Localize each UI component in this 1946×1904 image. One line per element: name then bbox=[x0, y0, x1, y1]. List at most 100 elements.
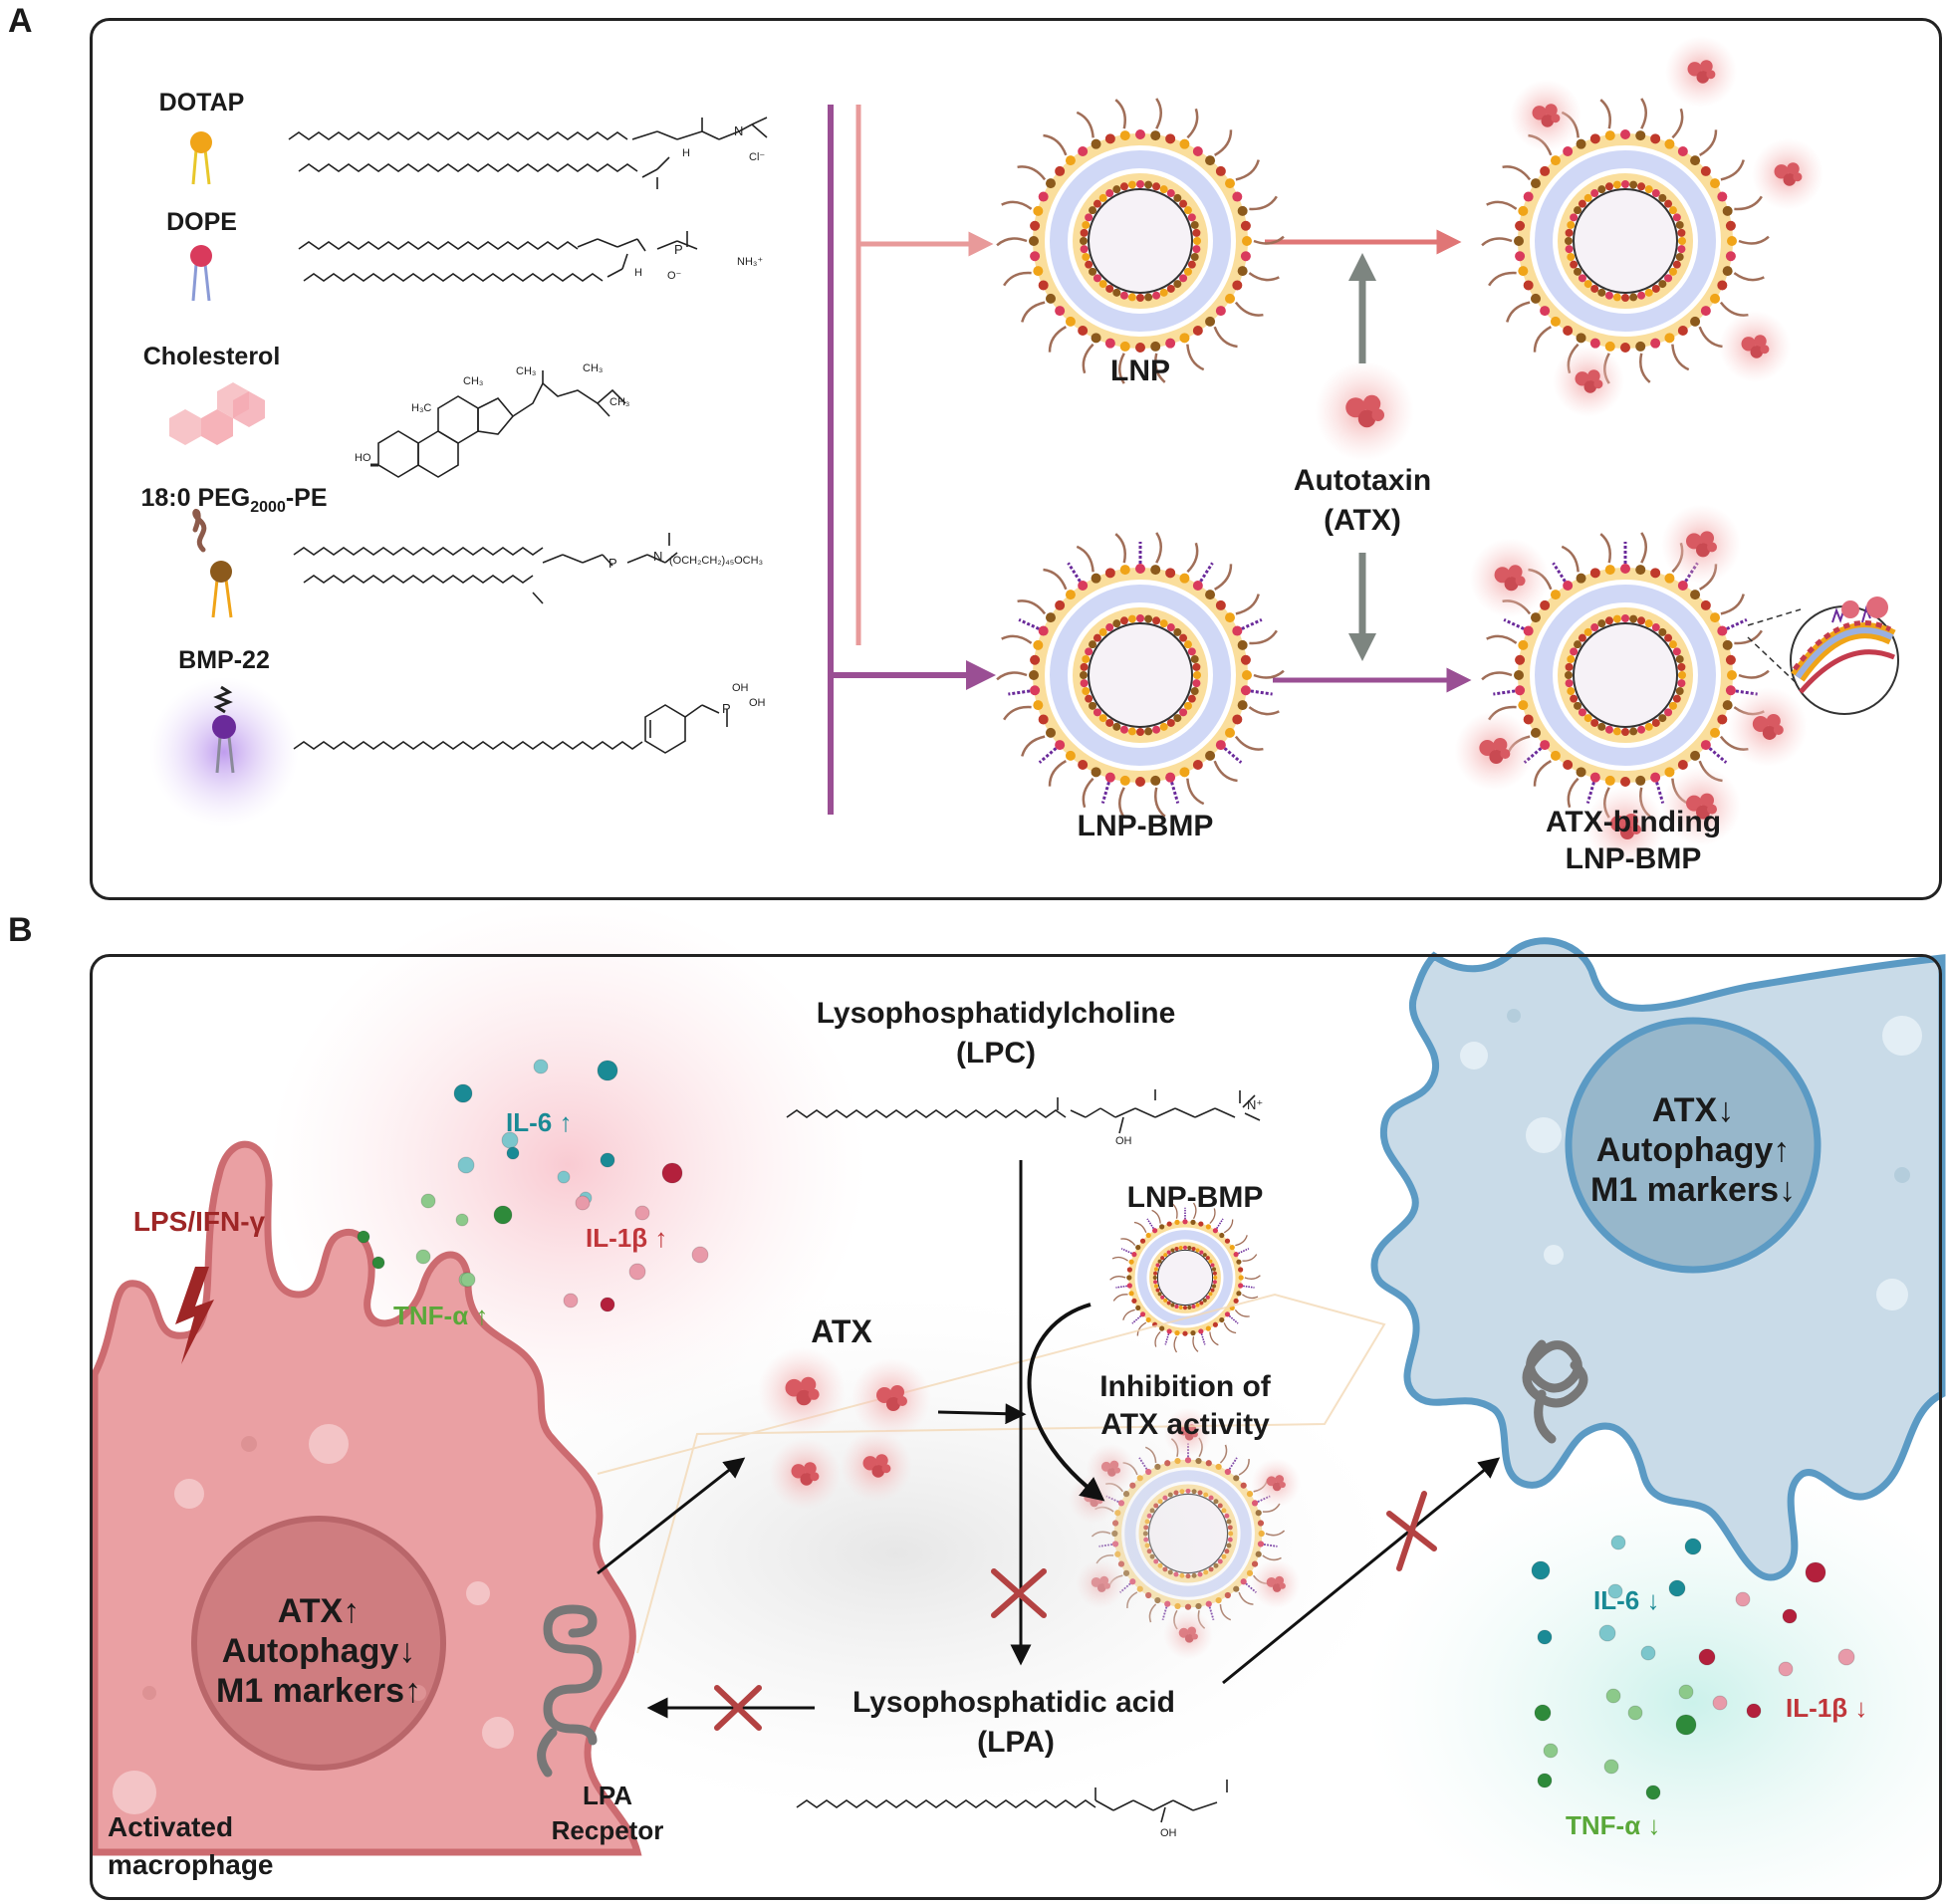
cytokine-dot bbox=[1610, 1535, 1626, 1550]
cytokine-dot bbox=[634, 1205, 650, 1221]
dotap-h-label: H bbox=[682, 147, 690, 159]
cytokine-dot bbox=[371, 1256, 385, 1270]
cytokine-dot bbox=[1543, 1743, 1559, 1759]
peg-pe-icon bbox=[192, 509, 233, 618]
cytokine-dots-down bbox=[1531, 1535, 1855, 1800]
cholesterol-structure bbox=[370, 370, 626, 478]
cytokine-dot bbox=[1782, 1608, 1798, 1624]
atx-label: ATX bbox=[811, 1313, 872, 1349]
resting-macrophage bbox=[1370, 937, 1946, 1581]
cytokine-dot bbox=[600, 1152, 615, 1168]
cytokine-dot bbox=[1603, 1759, 1619, 1775]
cytokine-dot bbox=[455, 1213, 469, 1227]
atx-enzymes-panel-b bbox=[758, 1347, 931, 1510]
dope-nh3-label: NH₃⁺ bbox=[737, 256, 764, 268]
blocked-x-icons bbox=[714, 1491, 1437, 1731]
lpa-oh-label: OH bbox=[1160, 1827, 1177, 1839]
atx-enzyme-icon bbox=[1585, 787, 1665, 866]
atx-enzyme-icon bbox=[1719, 311, 1791, 382]
lipid-bmp-22-label: BMP-22 bbox=[178, 646, 270, 674]
cytokine-dot bbox=[628, 1263, 646, 1281]
lnp-label: LNP bbox=[1110, 355, 1170, 387]
cytokine-dots-up bbox=[357, 1059, 709, 1312]
chol-ch3-d-label: CH₃ bbox=[609, 396, 630, 408]
bmp-22-structure bbox=[293, 704, 728, 754]
background-haze bbox=[398, 1295, 1394, 1812]
lnp-bmp-particle bbox=[996, 532, 1285, 819]
background-outline bbox=[597, 1293, 1386, 1654]
pathway-arrows bbox=[597, 1160, 1501, 1719]
cytokine-dot bbox=[453, 1083, 473, 1103]
right-cell-line-3: M1 markers↓ bbox=[1589, 1171, 1796, 1209]
cytokine-dot bbox=[357, 1230, 370, 1244]
lpa-receptor-label-2: Recpetor bbox=[551, 1815, 664, 1845]
panel-a-frame bbox=[90, 18, 1942, 900]
lipid-dope-label: DOPE bbox=[166, 208, 237, 236]
cytokine-dot bbox=[1837, 1648, 1855, 1666]
cytokine-dot bbox=[1675, 1714, 1697, 1736]
cytokine-dot bbox=[575, 1195, 591, 1211]
cytokine-dot bbox=[557, 1170, 571, 1184]
lpc-structure bbox=[786, 1089, 1261, 1134]
atx-enzyme-icon bbox=[1665, 36, 1737, 108]
atx-enzyme-icon bbox=[851, 1358, 931, 1438]
peg-pe-structure bbox=[293, 533, 678, 604]
left-cell-line-1: ATX↑ bbox=[277, 1592, 361, 1630]
cytokine-dot bbox=[1746, 1703, 1762, 1719]
cytokine-dot bbox=[457, 1156, 475, 1174]
cytokine-dot bbox=[1607, 1583, 1623, 1599]
atx-enzyme-icon bbox=[1727, 686, 1808, 767]
stimulus-label: LPS/IFN-γ bbox=[132, 1206, 266, 1237]
tnfa-down-label: TNF-α ↓ bbox=[1566, 1810, 1661, 1840]
lnp-particle bbox=[996, 98, 1285, 384]
chol-ch3-c-label: CH₃ bbox=[583, 362, 604, 374]
lpc-abbr: (LPC) bbox=[956, 1037, 1036, 1070]
cytokine-cloud-down bbox=[1364, 1464, 1946, 1904]
lpa-receptor-right bbox=[1522, 1339, 1588, 1444]
dope-structure bbox=[298, 231, 698, 282]
lipid-cholesterol-label: Cholesterol bbox=[142, 343, 281, 370]
peg-p-label: P bbox=[608, 556, 617, 571]
lpc-oh-label: OH bbox=[1115, 1135, 1132, 1147]
cytokine-dot bbox=[420, 1193, 436, 1209]
atx-abbr-label: (ATX) bbox=[1324, 504, 1401, 537]
lpc-title: Lysophosphatidylcholine bbox=[816, 997, 1176, 1030]
atx-binding-label-2: LNP-BMP bbox=[1565, 842, 1702, 875]
il1b-down-label: IL-1β ↓ bbox=[1786, 1693, 1868, 1723]
chol-ch3-a-label: CH₃ bbox=[463, 375, 484, 387]
cytokine-dot bbox=[506, 1146, 520, 1160]
cytokine-dot bbox=[691, 1246, 709, 1264]
cytokine-dot bbox=[1678, 1684, 1694, 1700]
cytokine-dot bbox=[661, 1162, 683, 1184]
lipid-peg-pe-main: 18:0 PEG bbox=[140, 484, 251, 512]
lnp-formation-arrows bbox=[828, 105, 1472, 815]
atx-enzyme-icon bbox=[769, 1438, 841, 1510]
chol-h3c-label: H₃C bbox=[411, 402, 432, 414]
dotap-n-label: N bbox=[734, 123, 744, 138]
bmp-oh1-label: OH bbox=[732, 682, 749, 694]
atx-enzymes-panel-a bbox=[1315, 36, 1824, 461]
cytokine-dot bbox=[1698, 1648, 1716, 1666]
cytokine-dot bbox=[1684, 1538, 1702, 1555]
panel-b-lnp-bmp-particle bbox=[1109, 1202, 1261, 1353]
atx-enzyme-icon bbox=[758, 1347, 846, 1435]
cytokine-dot bbox=[415, 1249, 431, 1265]
il6-up-label: IL-6 ↑ bbox=[506, 1107, 573, 1137]
panel-b-letter: B bbox=[8, 911, 33, 949]
cytokine-dot bbox=[493, 1205, 513, 1225]
atx-enzyme-icon bbox=[1553, 346, 1624, 417]
cytokine-dot bbox=[1598, 1624, 1616, 1642]
left-cell-line-3: M1 markers↑ bbox=[215, 1672, 421, 1710]
cytokine-dot bbox=[1778, 1661, 1794, 1677]
lipid-peg-pe-tail: -PE bbox=[285, 484, 328, 512]
cytokine-dot bbox=[600, 1297, 615, 1312]
atx-enzyme-icon bbox=[1661, 504, 1741, 585]
cytokine-dot bbox=[1537, 1629, 1553, 1645]
cytokine-dot bbox=[1735, 1591, 1751, 1607]
bmp-p-label: P bbox=[722, 701, 731, 716]
lnp-bmp-label: LNP-BMP bbox=[1077, 810, 1214, 842]
activated-macrophage bbox=[91, 1140, 642, 1856]
atx-enzyme-icon bbox=[1661, 766, 1741, 846]
inhibition-label-2: ATX activity bbox=[1100, 1408, 1270, 1441]
